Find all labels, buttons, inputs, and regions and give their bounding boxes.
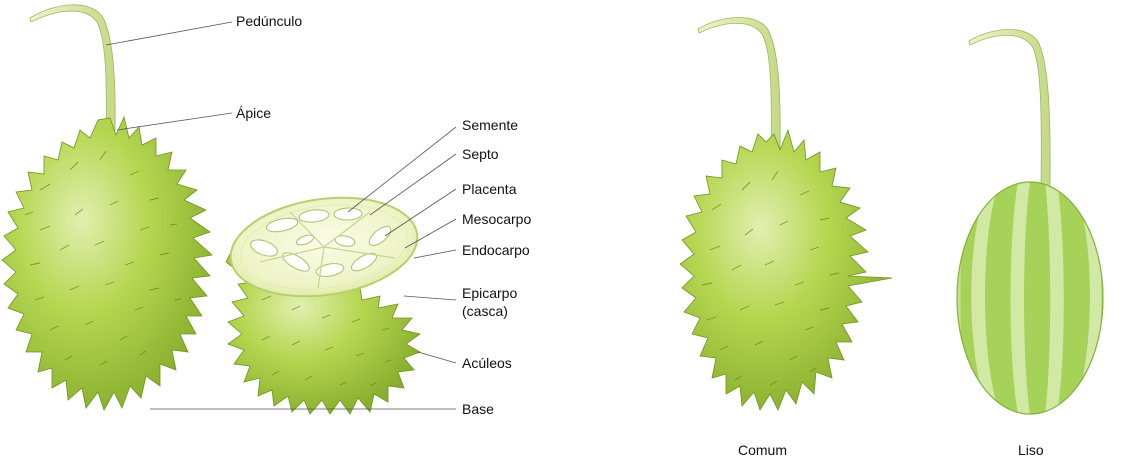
leader-apex: [117, 113, 232, 130]
label-endocarp: Endocarpo: [462, 242, 530, 259]
label-apex: Ápice: [236, 105, 271, 122]
spiny-body-left: [2, 117, 212, 410]
peduncle-stem-common: [698, 18, 780, 148]
label-septum: Septo: [462, 146, 499, 163]
caption-common: Comum: [738, 442, 787, 459]
label-aculeus: Acúleos: [462, 355, 512, 372]
leader-peduncle: [106, 22, 232, 45]
peduncle-stem-smooth: [969, 30, 1050, 188]
common-fruit: [680, 18, 892, 410]
caption-smooth: Liso: [1018, 442, 1044, 459]
label-epicarp-peel: (casca): [462, 303, 508, 320]
leader-epicarp: [404, 296, 456, 300]
label-seed: Semente: [462, 117, 518, 134]
spiny-body-common: [680, 130, 892, 410]
label-placenta: Placenta: [462, 181, 516, 198]
leader-aculeus: [418, 352, 456, 363]
label-mesocarp: Mesocarpo: [462, 211, 531, 228]
smooth-fruit: [952, 30, 1103, 414]
cut-fruit: [224, 186, 424, 414]
label-peduncle: Pedúnculo: [236, 13, 302, 30]
label-epicarp: Epicarpo: [462, 285, 517, 302]
whole-fruit-left: [2, 5, 212, 410]
leader-endocarp: [414, 250, 456, 258]
label-base: Base: [462, 401, 494, 418]
peduncle-stem-left: [30, 5, 115, 132]
